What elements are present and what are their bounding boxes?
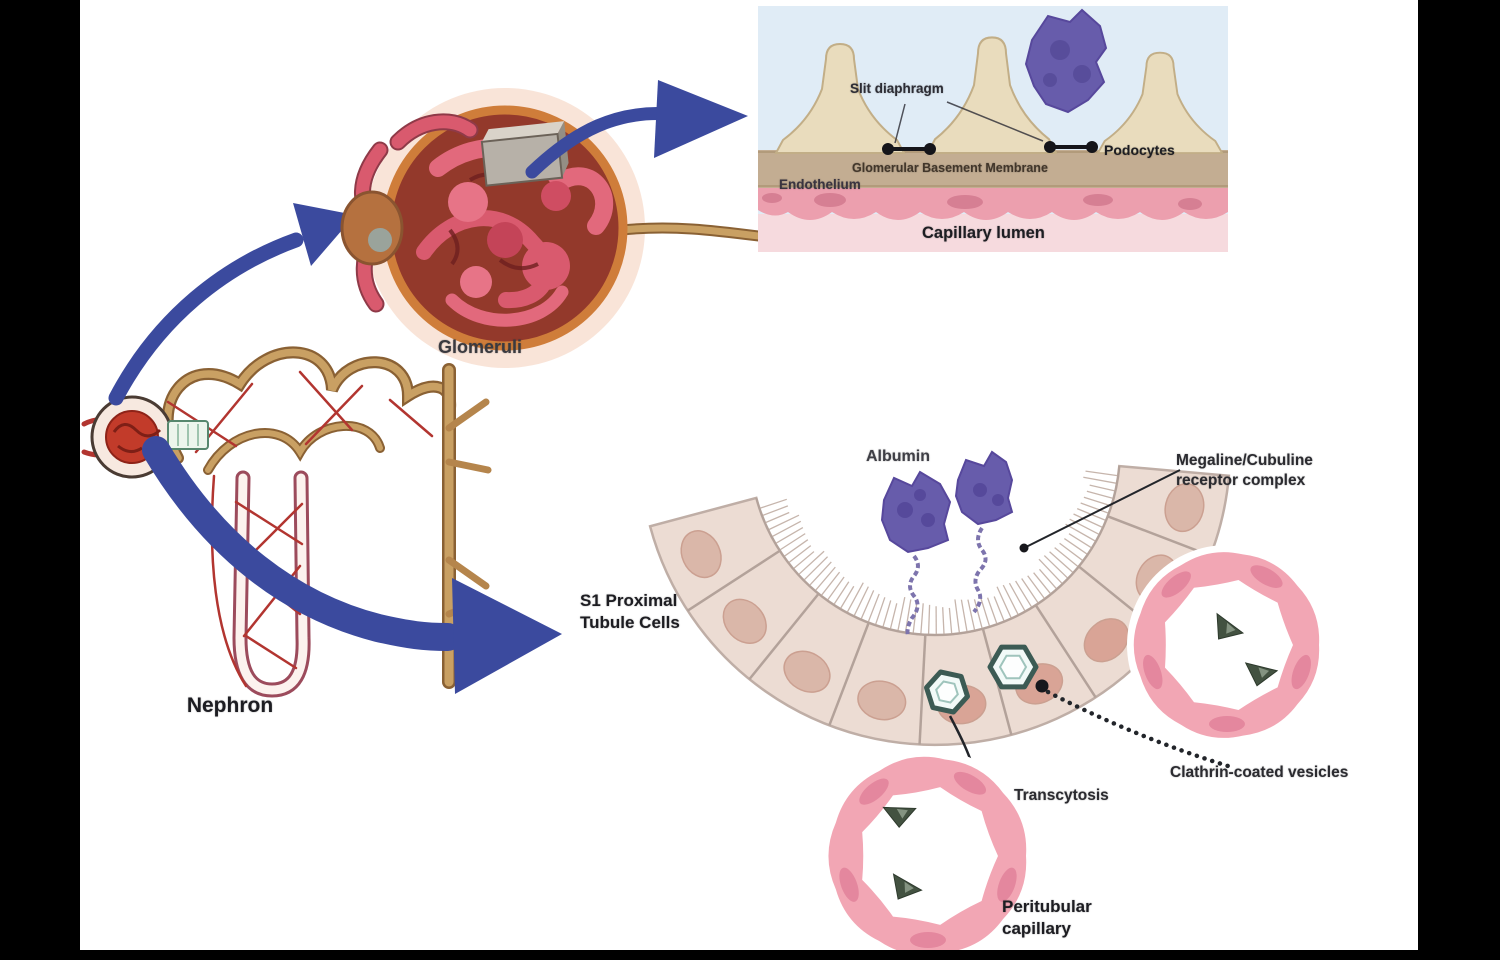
s1-cells-label: S1 Proximal Tubule Cells xyxy=(580,591,680,633)
albumin-label: Albumin xyxy=(866,448,930,465)
slit-diaphragm-label: Slit diaphragm xyxy=(850,81,944,96)
arrow-nephron-to-tubule xyxy=(142,436,562,694)
albumin-molecules xyxy=(880,450,1014,637)
podocyte-panel xyxy=(758,6,1228,252)
basement-membrane-band xyxy=(758,150,1228,188)
clathrin-coated-vesicles xyxy=(924,644,1039,715)
slit-diaphragm-dumbbells xyxy=(882,141,1098,155)
glomerulus-illustration xyxy=(340,88,844,368)
nephron-label: Nephron xyxy=(186,694,274,717)
peritubular-capillary-bottom xyxy=(821,749,1035,960)
receptor-chain xyxy=(905,554,920,637)
arrow-nephron-to-glomerulus xyxy=(108,203,355,406)
glomeruli-label: Glomeruli xyxy=(437,337,522,357)
podocytes-label: Podocytes xyxy=(1104,142,1175,158)
transcytosis-label: Transcytosis xyxy=(1014,787,1109,804)
peritubular-capillary-label: Peritubular capillary xyxy=(1002,897,1092,939)
receptor-complex-label: Megaline/Cubuline receptor complex xyxy=(1176,452,1313,490)
letterbox-bottom xyxy=(0,950,1500,960)
protein-molecule xyxy=(1024,8,1108,114)
endothelium-band xyxy=(758,186,1228,220)
letterbox-right xyxy=(1418,0,1500,960)
podocyte-foot-processes xyxy=(774,36,1224,155)
letterbox-left xyxy=(0,0,80,960)
receptor-chain xyxy=(972,526,988,614)
endothelium-label: Endothelium xyxy=(779,177,861,192)
clathrin-vesicles-label: Clathrin-coated vesicles xyxy=(1170,764,1349,781)
basement-membrane-label: Glomerular Basement Membrane xyxy=(852,161,1048,175)
arrow-glomerulus-to-podocytes xyxy=(525,80,748,179)
capillary-lumen-label: Capillary lumen xyxy=(922,224,1045,242)
peritubular-capillary-right xyxy=(1127,545,1327,745)
